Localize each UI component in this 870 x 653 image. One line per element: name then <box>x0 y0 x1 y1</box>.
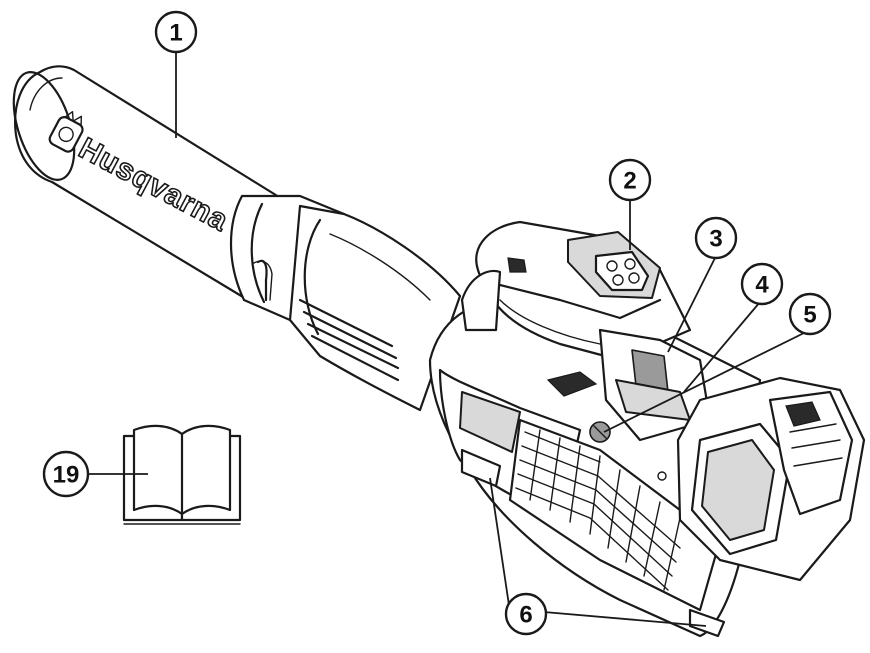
callout-4-label: 4 <box>755 272 769 299</box>
foot-front <box>460 448 502 488</box>
callout-1-label: 1 <box>169 20 182 47</box>
husqvarna-logo-icon <box>48 111 84 153</box>
callout-5: 5 <box>788 292 832 336</box>
callout-6: 6 <box>504 592 548 636</box>
foot-rear <box>688 608 726 638</box>
leader-lines <box>86 52 807 627</box>
speed-control-knob <box>589 421 611 443</box>
callout-3-label: 3 <box>709 226 722 253</box>
callout-1: 1 <box>154 10 198 54</box>
tube-vents <box>298 298 400 382</box>
callout-19-label: 19 <box>53 462 80 489</box>
blower-tube <box>12 65 462 412</box>
manual-book-icon <box>122 424 242 525</box>
callout-2-label: 2 <box>623 168 636 195</box>
callout-3: 3 <box>694 216 738 260</box>
air-intake-grille <box>508 418 722 612</box>
callout-4: 4 <box>740 262 784 306</box>
callout-6-label: 6 <box>519 602 532 629</box>
callout-5-label: 5 <box>803 302 816 329</box>
battery-pack <box>676 376 866 582</box>
blower-body <box>428 220 866 638</box>
control-keypad <box>567 231 661 299</box>
callout-19: 19 <box>42 450 90 498</box>
callout-2: 2 <box>608 158 652 202</box>
